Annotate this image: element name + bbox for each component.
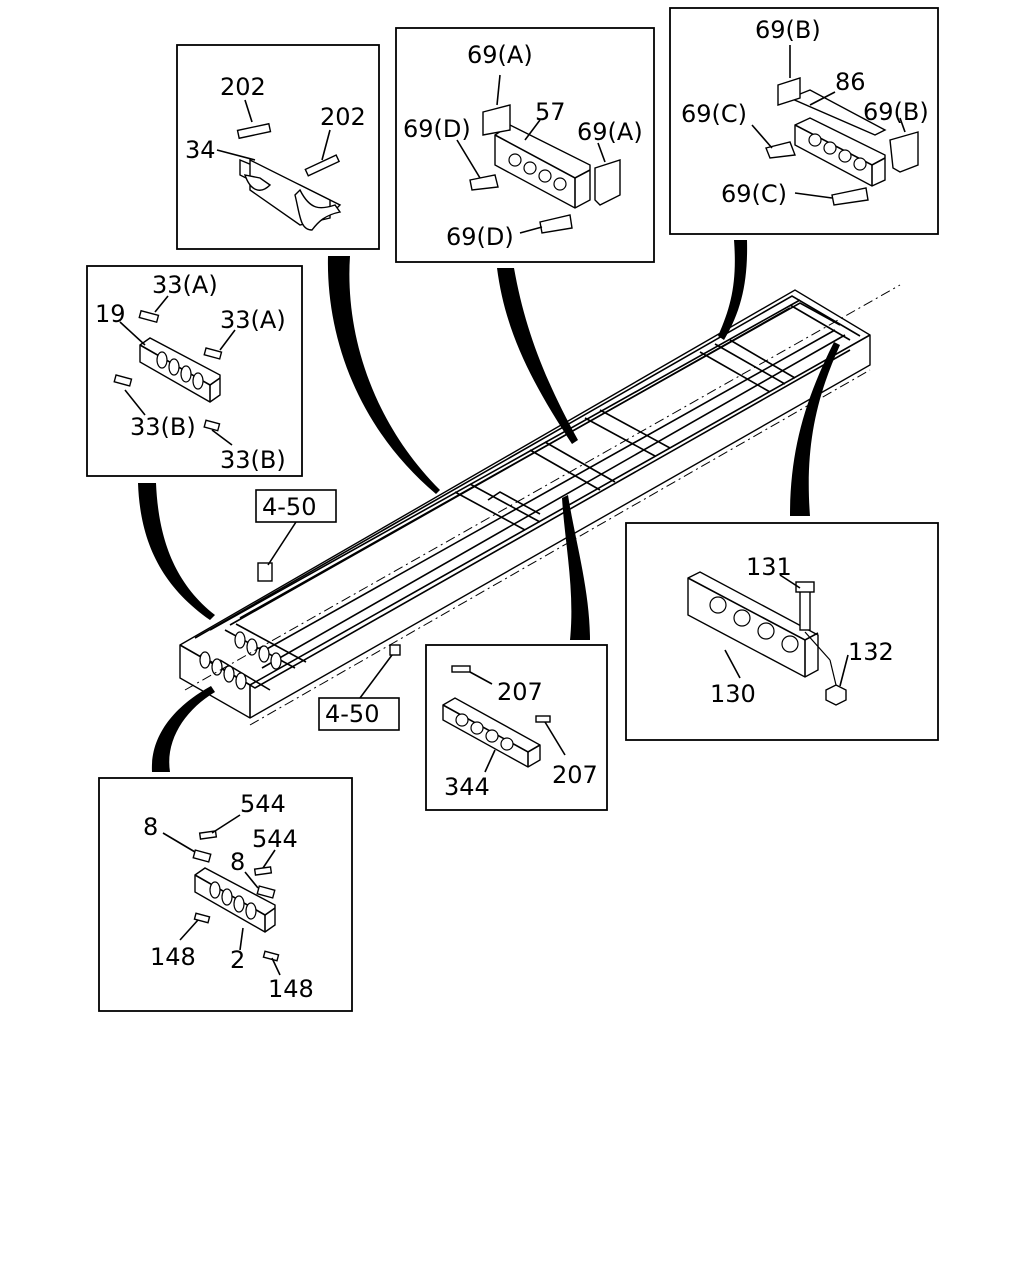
- part-label-57: 57: [535, 98, 566, 126]
- panel-crossmember-130: [625, 522, 939, 741]
- part-label-69b: 69(B): [863, 98, 929, 126]
- part-label-69d: 69(D): [446, 223, 514, 251]
- part-label-131: 131: [746, 553, 792, 581]
- sweep-connector: [151, 686, 215, 772]
- sweep-connector: [138, 483, 215, 620]
- panel-crossmember-344: [425, 644, 608, 811]
- part-label-69b: 69(B): [755, 16, 821, 44]
- panel-crossmember-19: [86, 265, 303, 477]
- part-label-69a: 69(A): [467, 41, 533, 69]
- sweep-connector: [790, 342, 840, 516]
- part-label-33b: 33(B): [220, 446, 286, 474]
- part-label-202: 202: [320, 103, 366, 131]
- part-label-69c: 69(C): [721, 180, 787, 208]
- reference-box[interactable]: [318, 697, 400, 731]
- part-label-33a: 33(A): [220, 306, 286, 334]
- part-label-132: 132: [848, 638, 894, 666]
- part-label-33b: 33(B): [130, 413, 196, 441]
- part-label-544: 544: [240, 790, 286, 818]
- part-label-33a: 33(A): [152, 271, 218, 299]
- chassis-frame: [179, 284, 901, 726]
- sweep-connector: [718, 240, 748, 340]
- reference-label-4-50[interactable]: 4-50: [325, 700, 379, 728]
- sweep-connector: [497, 268, 578, 444]
- reference-label-4-50[interactable]: 4-50: [262, 493, 316, 521]
- part-label-8: 8: [230, 848, 245, 876]
- part-label-8: 8: [143, 813, 158, 841]
- part-label-19: 19: [95, 300, 126, 328]
- sweep-connector: [562, 495, 590, 640]
- part-label-69c: 69(C): [681, 100, 747, 128]
- part-label-207: 207: [497, 678, 543, 706]
- part-label-148: 148: [150, 943, 196, 971]
- panel-crossmember-86: [669, 7, 939, 235]
- part-label-544: 544: [252, 825, 298, 853]
- panel-crossmember-34: [176, 44, 380, 250]
- sweep-connector: [327, 256, 440, 494]
- part-label-148: 148: [268, 975, 314, 1003]
- reference-box[interactable]: [255, 489, 337, 523]
- part-label-86: 86: [835, 68, 866, 96]
- part-label-2: 2: [230, 946, 245, 974]
- panel-crossmember-57: [395, 27, 655, 263]
- panel-crossmember-2: [98, 777, 353, 1012]
- part-label-202: 202: [220, 73, 266, 101]
- part-label-344: 344: [444, 773, 490, 801]
- part-label-69d: 69(D): [403, 115, 471, 143]
- part-label-34: 34: [185, 136, 216, 164]
- part-label-130: 130: [710, 680, 756, 708]
- part-label-207: 207: [552, 761, 598, 789]
- part-label-69a: 69(A): [577, 118, 643, 146]
